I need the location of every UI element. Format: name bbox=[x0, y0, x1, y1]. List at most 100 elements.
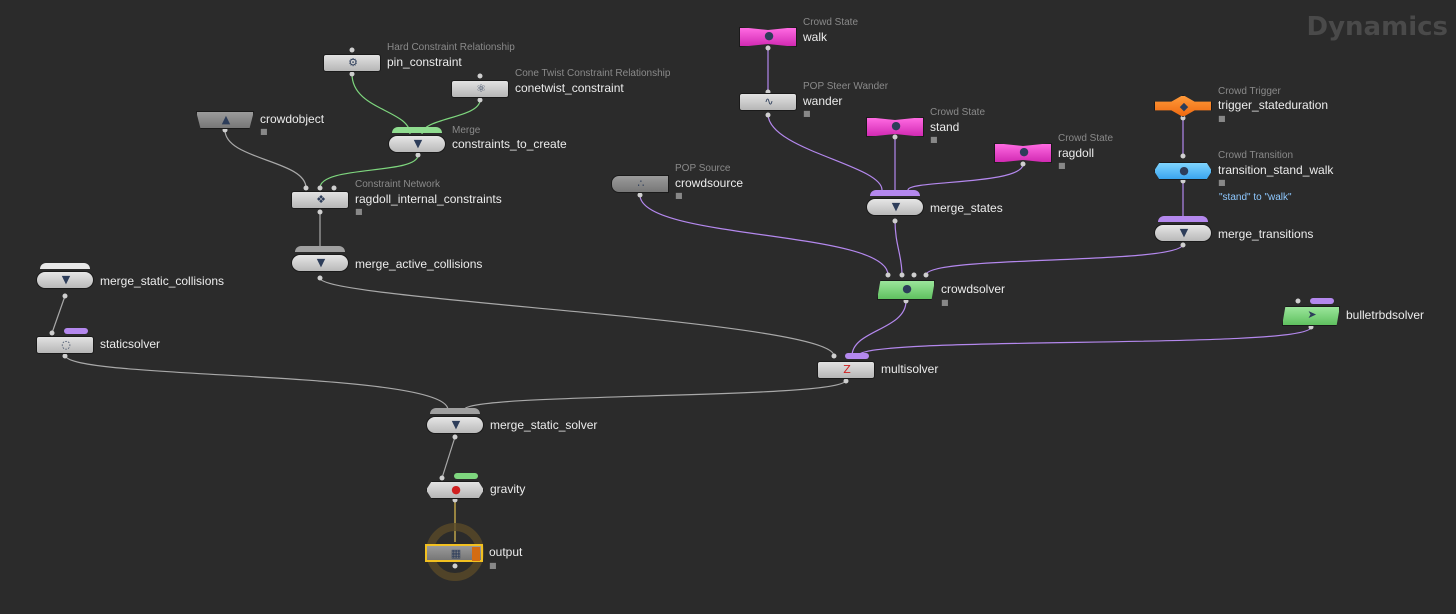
node-body[interactable]: ▼ bbox=[36, 271, 94, 289]
crowd-state-icon: ● bbox=[764, 29, 774, 42]
node-name-label[interactable]: ragdoll_internal_constraints bbox=[355, 192, 502, 206]
node-body[interactable]: ● bbox=[994, 143, 1052, 163]
particle-source-icon: ∴ bbox=[637, 177, 645, 190]
merge-input-cap bbox=[870, 190, 920, 196]
node-name-label[interactable]: ragdoll bbox=[1058, 146, 1095, 160]
node-body[interactable]: Z bbox=[817, 361, 875, 379]
merge-funnel-icon: ▼ bbox=[891, 200, 901, 213]
wire-staticsolver-to-mergestaticsolver bbox=[64, 354, 449, 411]
crowd-solver-icon: ● bbox=[902, 282, 912, 295]
lock-icon[interactable]: ■ bbox=[941, 298, 949, 307]
static-solver-icon: ◌ bbox=[61, 338, 71, 351]
node-body[interactable]: ◌ bbox=[36, 336, 94, 354]
lock-icon[interactable]: ■ bbox=[1218, 114, 1226, 123]
wire-crowdsource-to-crowdsolver bbox=[639, 194, 889, 276]
wire-crowdsolver-to-multisolver bbox=[851, 300, 907, 357]
node-name-label[interactable]: crowdobject bbox=[260, 112, 325, 126]
lock-icon[interactable]: ■ bbox=[355, 207, 363, 216]
wire-mergestatic-to-staticsolver bbox=[51, 295, 66, 334]
node-name-label[interactable]: multisolver bbox=[881, 362, 939, 376]
wire-bullet-to-multisolver bbox=[857, 326, 1312, 357]
node-body[interactable]: ▼ bbox=[866, 198, 924, 216]
node-type-label: Merge bbox=[452, 125, 481, 136]
node-type-label: Crowd State bbox=[930, 107, 986, 118]
node-name-label[interactable]: transition_stand_walk bbox=[1218, 163, 1334, 177]
node-name-label[interactable]: wander bbox=[803, 94, 843, 108]
wire-wander-to-mergestates bbox=[767, 113, 883, 191]
lock-icon[interactable]: ■ bbox=[260, 127, 268, 136]
lock-icon[interactable]: ■ bbox=[1218, 178, 1226, 187]
wire-mergestaticsolver-to-gravity bbox=[441, 436, 456, 479]
node-name-label[interactable]: conetwist_constraint bbox=[515, 81, 624, 95]
steer-wander-icon: ∿ bbox=[764, 95, 774, 108]
cone-twist-icon: ⚛ bbox=[476, 82, 486, 95]
node-body[interactable]: ▦ bbox=[425, 544, 483, 562]
node-name-label[interactable]: crowdsource bbox=[675, 176, 744, 190]
lock-icon[interactable]: ■ bbox=[675, 191, 683, 200]
solver-badge bbox=[845, 353, 869, 359]
node-body[interactable]: ▲ bbox=[196, 111, 254, 129]
node-name-label[interactable]: pin_constraint bbox=[387, 55, 462, 69]
node-body[interactable]: ❖ bbox=[291, 191, 349, 209]
node-body[interactable]: ▼ bbox=[291, 254, 349, 272]
node-name-label[interactable]: bulletrbdsolver bbox=[1346, 308, 1425, 322]
node-type-label: Crowd Transition bbox=[1218, 150, 1294, 161]
node-type-label: Constraint Network bbox=[355, 179, 441, 190]
merge-funnel-icon: ▼ bbox=[413, 137, 423, 150]
gravity-apple-icon: ● bbox=[451, 483, 461, 496]
node-name-label[interactable]: merge_states bbox=[930, 201, 1003, 215]
node-body[interactable]: ⚙ bbox=[323, 54, 381, 72]
lock-icon[interactable]: ■ bbox=[489, 561, 497, 570]
display-flag[interactable] bbox=[472, 547, 480, 561]
network-context-label: Dynamics bbox=[1306, 12, 1448, 42]
node-name-label[interactable]: walk bbox=[803, 30, 828, 44]
lock-icon[interactable]: ■ bbox=[1058, 161, 1066, 170]
node-name-label[interactable]: merge_transitions bbox=[1218, 227, 1314, 241]
wire-multisolver-to-mergestaticsolver bbox=[463, 379, 847, 411]
node-name-label[interactable]: constraints_to_create bbox=[452, 137, 567, 151]
crowd-state-icon: ● bbox=[1019, 145, 1029, 158]
node-type-label: Cone Twist Constraint Relationship bbox=[515, 68, 671, 79]
node-type-label: POP Source bbox=[675, 163, 731, 174]
node-body[interactable]: ▼ bbox=[426, 416, 484, 434]
node-body[interactable]: ▼ bbox=[388, 135, 446, 153]
node-name-label[interactable]: trigger_stateduration bbox=[1218, 98, 1329, 112]
output-checker-icon: ▦ bbox=[450, 547, 462, 560]
node-body[interactable]: ∿ bbox=[739, 93, 797, 111]
node-name-label[interactable]: merge_static_collisions bbox=[100, 274, 225, 288]
node-name-label[interactable]: crowdsolver bbox=[941, 282, 1006, 296]
lock-icon[interactable]: ■ bbox=[803, 109, 811, 118]
node-name-label[interactable]: merge_static_solver bbox=[490, 418, 598, 432]
merge-input-cap bbox=[40, 263, 90, 269]
node-name-label[interactable]: gravity bbox=[490, 482, 526, 496]
node-type-label: Hard Constraint Relationship bbox=[387, 42, 515, 53]
wire-mergeactive-to-multisolver bbox=[319, 277, 835, 357]
node-body[interactable]: ➤ bbox=[1282, 306, 1340, 326]
constraint-icon: ⚙ bbox=[348, 56, 358, 69]
node-body[interactable]: ● bbox=[866, 117, 924, 137]
node-body[interactable]: ● bbox=[877, 280, 935, 300]
node-body[interactable]: ● bbox=[426, 481, 484, 499]
node-name-label[interactable]: output bbox=[489, 545, 523, 559]
merge-input-cap bbox=[430, 408, 480, 414]
node-type-label: POP Steer Wander bbox=[803, 81, 889, 92]
solver-badge bbox=[1310, 298, 1334, 304]
node-name-label[interactable]: staticsolver bbox=[100, 337, 161, 351]
node-type-label: Crowd State bbox=[803, 17, 859, 28]
multisolver-icon: Z bbox=[843, 363, 851, 376]
node-body[interactable]: ● bbox=[1154, 162, 1212, 180]
wire-mergestates-to-crowdsolver bbox=[894, 219, 903, 276]
constraint-network-icon: ❖ bbox=[316, 193, 326, 206]
node-body[interactable]: ● bbox=[739, 27, 797, 47]
node-name-label[interactable]: stand bbox=[930, 120, 960, 134]
agent-icon: ▲ bbox=[221, 113, 231, 126]
node-body[interactable]: ∴ bbox=[611, 175, 669, 193]
lock-icon[interactable]: ■ bbox=[930, 135, 938, 144]
merge-funnel-icon: ▼ bbox=[451, 418, 461, 431]
node-body[interactable]: ⚛ bbox=[451, 80, 509, 98]
trigger-diamond-icon: ◆ bbox=[1179, 100, 1189, 113]
merge-input-cap bbox=[1158, 216, 1208, 222]
node-body[interactable]: ▼ bbox=[1154, 224, 1212, 242]
merge-funnel-icon: ▼ bbox=[1179, 226, 1189, 239]
node-name-label[interactable]: merge_active_collisions bbox=[355, 257, 483, 271]
